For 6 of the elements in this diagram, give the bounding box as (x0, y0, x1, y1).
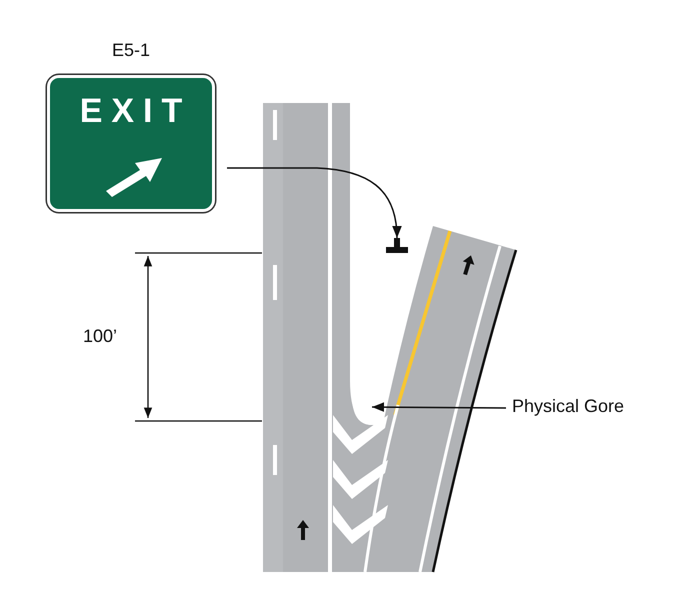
dimension-label: 100’ (83, 326, 118, 347)
sign-code: E5-1 (110, 40, 152, 61)
callout-label: Physical Gore (512, 396, 624, 417)
sign-text: EXIT (78, 92, 192, 131)
arrow (227, 167, 402, 238)
leader-line (372, 402, 506, 412)
